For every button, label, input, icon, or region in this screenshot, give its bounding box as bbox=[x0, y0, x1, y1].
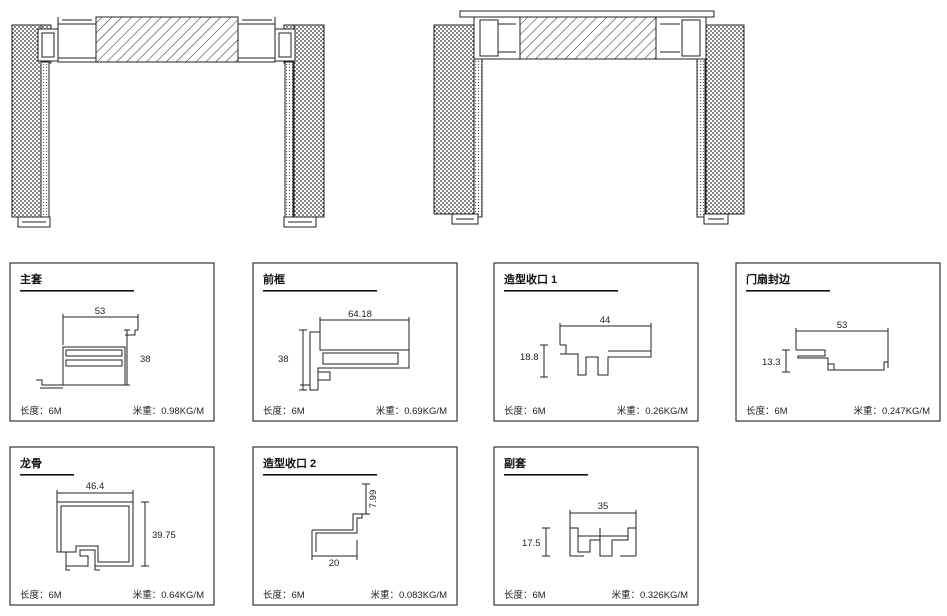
card-length: 长度：6M bbox=[20, 405, 62, 417]
dim-width: 53 bbox=[95, 306, 106, 317]
card-weight: 米重：0.247KG/M bbox=[853, 405, 930, 417]
right-wall bbox=[293, 24, 325, 218]
card-title: 龙骨 bbox=[19, 456, 42, 470]
card-weight: 米重：0.326KG/M bbox=[611, 589, 688, 601]
dim-height: 38 bbox=[278, 354, 289, 365]
card-sub-frame: 副套 长度：6M 米重：0.326KG/M 35 17.5 bbox=[493, 446, 699, 606]
door-leaf bbox=[95, 16, 239, 63]
dim-height: 17.5 bbox=[522, 538, 541, 549]
right-jamb bbox=[284, 61, 294, 219]
profile-drawing bbox=[540, 323, 652, 378]
card-front-frame: 前框 长度：6M 米重：0.69KG/M 64.18 38 bbox=[252, 262, 458, 422]
profile-drawing bbox=[311, 483, 370, 560]
card-title: 副套 bbox=[504, 456, 527, 470]
card-length: 长度：6M bbox=[504, 589, 546, 601]
dim-height: 7.99 bbox=[368, 490, 379, 509]
card-length: 长度：6M bbox=[263, 405, 305, 417]
profile-drawing bbox=[782, 328, 889, 373]
card-keel: 龙骨 长度：6M 米重：0.64KG/M 46.4 39.75 bbox=[9, 446, 215, 606]
profile-drawing bbox=[542, 510, 637, 557]
door-leaf bbox=[519, 16, 657, 60]
right-jamb bbox=[696, 58, 706, 218]
card-weight: 米重：0.98KG/M bbox=[133, 405, 204, 417]
card-title: 门扇封边 bbox=[746, 272, 791, 286]
dim-width: 44 bbox=[600, 315, 611, 326]
card-weight: 米重：0.26KG/M bbox=[617, 405, 688, 417]
card-title: 前框 bbox=[263, 272, 285, 286]
dim-width: 46.4 bbox=[86, 481, 105, 492]
left-wall bbox=[433, 24, 475, 215]
dim-width: 35 bbox=[598, 501, 609, 512]
top-cap bbox=[459, 10, 715, 18]
card-trim-2: 造型收口 2 长度：6M 米重：0.083KG/M 7.99 20 bbox=[252, 446, 458, 606]
card-weight: 米重：0.69KG/M bbox=[376, 405, 447, 417]
profile-drawing bbox=[36, 314, 139, 389]
dim-height: 38 bbox=[140, 354, 151, 365]
card-main-frame: 主套 长度：6M 米重：0.98KG/M 53 38 bbox=[9, 262, 215, 422]
dim-width: 64.18 bbox=[348, 309, 372, 320]
card-length: 长度：6M bbox=[746, 405, 788, 417]
right-wall bbox=[705, 24, 745, 215]
card-length: 长度：6M bbox=[20, 589, 62, 601]
assembly-left bbox=[11, 16, 325, 228]
dim-width: 20 bbox=[329, 558, 340, 569]
card-title: 造型收口 2 bbox=[263, 456, 316, 470]
left-wall bbox=[11, 24, 42, 218]
profile-drawing bbox=[299, 317, 410, 391]
card-length: 长度：6M bbox=[504, 405, 546, 417]
profile-drawing bbox=[56, 490, 149, 571]
card-trim-1: 造型收口 1 长度：6M 米重：0.26KG/M 44 18.8 bbox=[493, 262, 699, 422]
card-leaf-edging: 门扇封边 长度：6M 米重：0.247KG/M 53 13.3 bbox=[735, 262, 941, 422]
card-title: 主套 bbox=[20, 272, 43, 286]
card-weight: 米重：0.64KG/M bbox=[133, 589, 204, 601]
dim-height: 18.8 bbox=[520, 352, 539, 363]
card-title: 造型收口 1 bbox=[504, 272, 557, 286]
dim-width: 53 bbox=[837, 320, 848, 331]
assembly-right bbox=[433, 10, 745, 225]
left-jamb bbox=[473, 58, 483, 218]
card-length: 长度：6M bbox=[263, 589, 305, 601]
dim-height: 13.3 bbox=[762, 357, 781, 368]
dim-height: 39.75 bbox=[152, 530, 176, 541]
card-weight: 米重：0.083KG/M bbox=[370, 589, 447, 601]
left-jamb bbox=[40, 61, 50, 219]
